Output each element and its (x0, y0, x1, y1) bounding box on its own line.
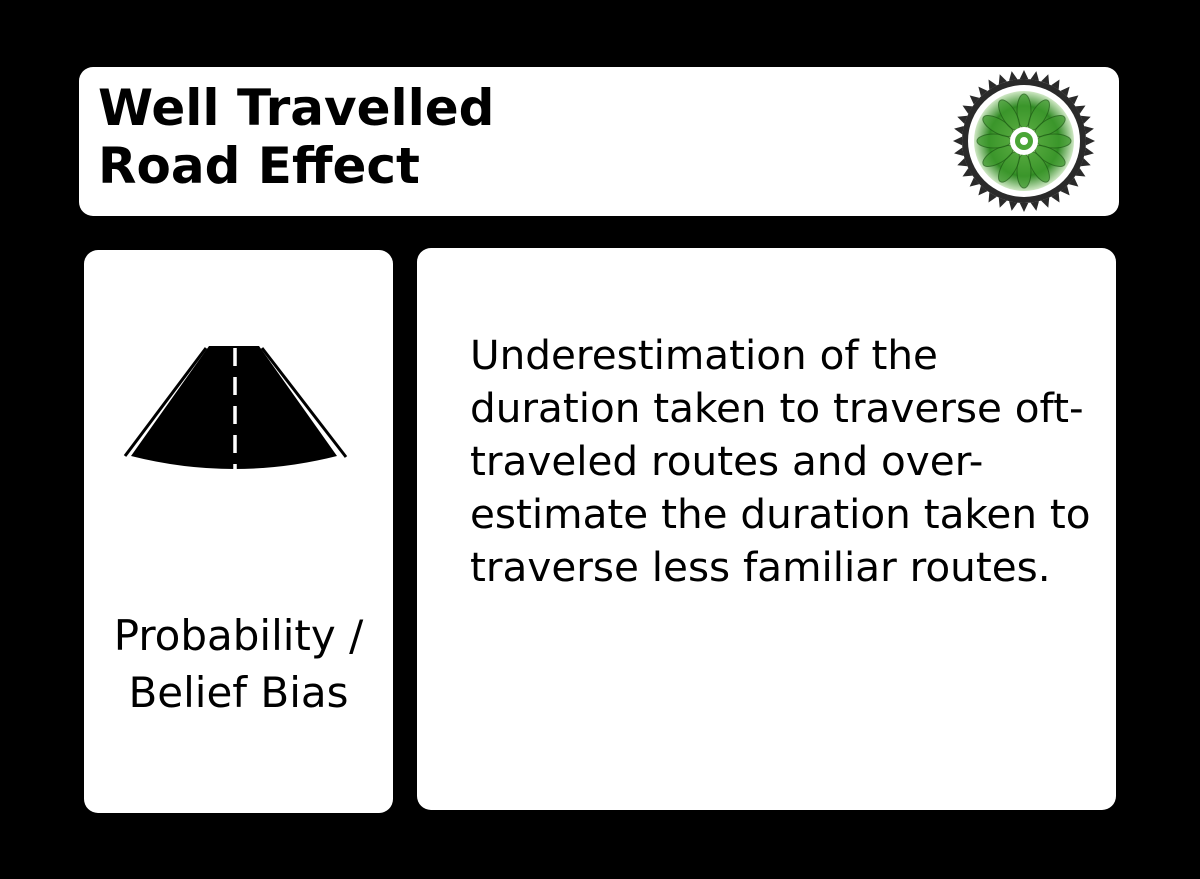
seal-tooth (1041, 197, 1050, 208)
seal-tooth (1051, 192, 1060, 203)
seal-tooth (988, 192, 997, 203)
seal-tooth (1068, 95, 1079, 105)
seal-tooth (962, 168, 973, 177)
seal-tooth (953, 136, 963, 146)
card-title-line-1: Well Travelled (98, 79, 495, 137)
seal-tooth (969, 177, 980, 187)
seal-tooth (998, 74, 1007, 85)
seal-tooth (1085, 136, 1095, 146)
seal-tooth (988, 79, 997, 90)
seal-tooth (978, 86, 988, 97)
seal-tooth (1009, 201, 1018, 211)
seal-tooth (1030, 201, 1039, 211)
card-title: Well Travelled Road Effect (98, 79, 494, 195)
seal-tooth (1068, 177, 1079, 187)
seal-tooth (998, 197, 1007, 208)
seal-tooth (1080, 115, 1091, 124)
seal-tooth (1030, 71, 1039, 81)
green-seal-badge-icon (953, 70, 1095, 212)
seal-tooth (1075, 168, 1086, 177)
seal-tooth (1041, 74, 1050, 85)
seal-tooth (1060, 86, 1070, 97)
seal-tooth (957, 158, 968, 167)
seal-tooth (957, 115, 968, 124)
seal-tooth (1009, 71, 1018, 81)
seal-tooth (954, 147, 964, 156)
seal-tooth (969, 95, 980, 105)
seal-tooth (1084, 126, 1094, 135)
seal-tooth (978, 185, 988, 196)
bias-description: Underestimation of the duration taken to… (470, 331, 1091, 591)
seal-tooth (1019, 70, 1029, 80)
card-title-line-2: Road Effect (98, 137, 420, 195)
seal-tooth (1051, 79, 1060, 90)
seal-tooth (962, 105, 973, 114)
bias-category-line-1: Probability / (113, 611, 364, 660)
description-panel: Underestimation of the duration taken to… (417, 248, 1116, 810)
title-panel: Well Travelled Road Effect (79, 67, 1119, 216)
seal-tooth (1019, 202, 1029, 212)
road-icon (123, 346, 348, 470)
seal-tooth (954, 126, 964, 135)
bias-category-line-2: Belief Bias (128, 668, 349, 717)
seal-tooth (1080, 158, 1091, 167)
seal-tooth (1075, 105, 1086, 114)
seal-tooth (1084, 147, 1094, 156)
illustration-panel: Probability / Belief Bias (84, 250, 393, 813)
seal-tooth (1060, 185, 1070, 196)
bias-category: Probability / Belief Bias (84, 607, 393, 721)
